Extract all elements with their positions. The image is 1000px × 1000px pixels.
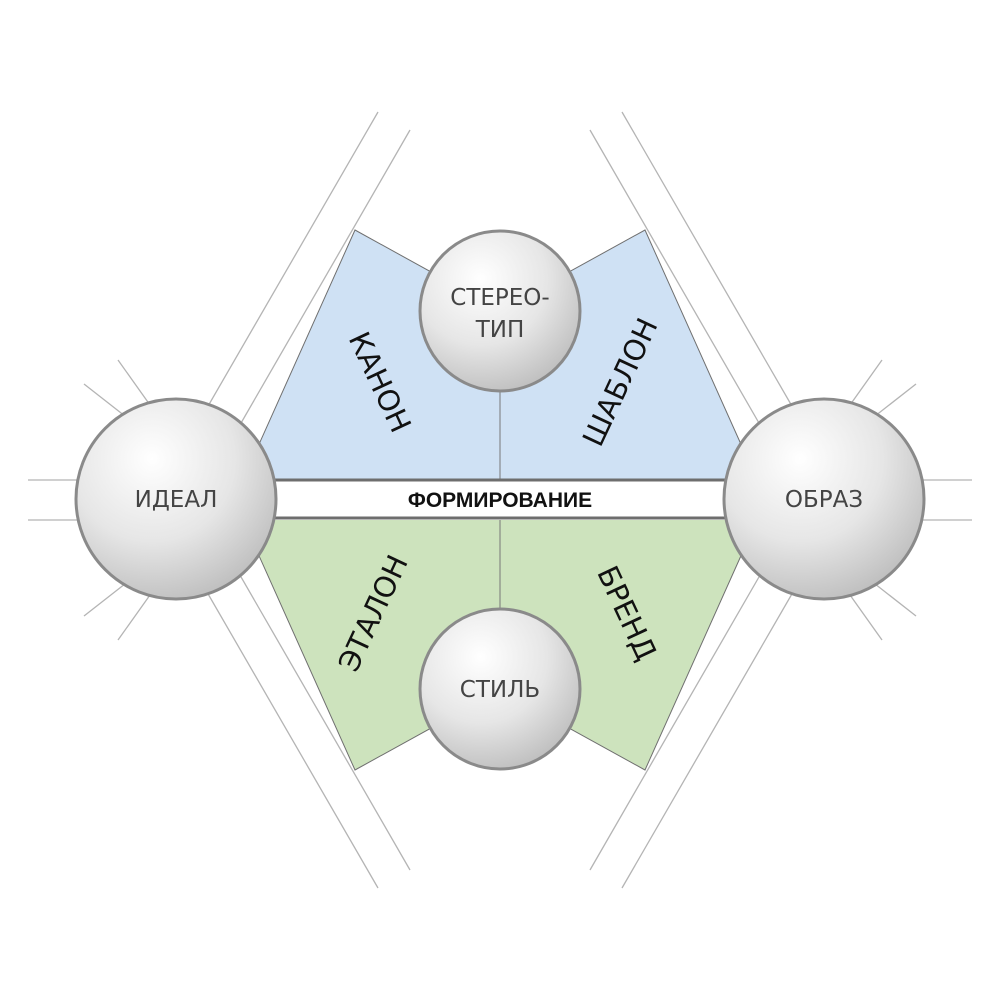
node-obraz-label: ОБРАЗ xyxy=(785,487,863,513)
node-stereotype: СТЕРЕО- ТИП xyxy=(418,229,582,393)
node-obraz: ОБРАЗ xyxy=(722,397,926,601)
formation-band: ФОРМИРОВАНИЕ xyxy=(173,478,827,520)
node-style: СТИЛЬ xyxy=(418,607,582,771)
node-ideal: ИДЕАЛ xyxy=(74,397,278,601)
node-stereotype-label-line2: ТИП xyxy=(475,317,525,343)
band-label: ФОРМИРОВАНИЕ xyxy=(408,489,592,512)
guide-lines xyxy=(28,111,972,889)
node-ideal-label: ИДЕАЛ xyxy=(135,487,218,513)
node-style-label: СТИЛЬ xyxy=(460,677,540,703)
node-stereotype-label-line1: СТЕРЕО- xyxy=(450,285,549,311)
